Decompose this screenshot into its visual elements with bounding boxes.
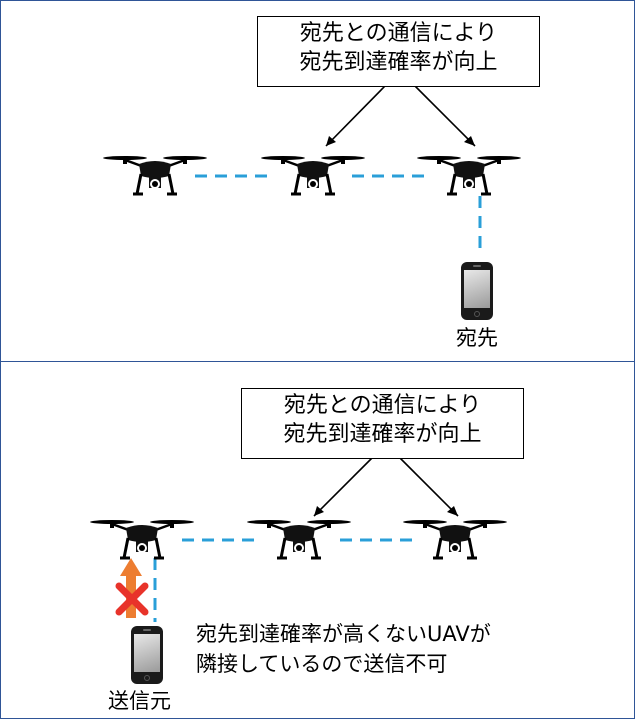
destination-label: 宛先 (456, 326, 498, 350)
smartphone-icon (131, 626, 163, 684)
top-pointer-lines (325, 85, 476, 147)
drone-icon (88, 518, 196, 560)
bottom-links (153, 538, 414, 622)
blocked-note-line2: 隣接しているので送信不可 (196, 652, 448, 676)
bottom-callout: 宛先との通信により 宛先到達確率が向上 (241, 388, 524, 459)
bottom-callout-line1: 宛先との通信により (283, 393, 482, 418)
smartphone-icon (461, 262, 493, 320)
drone-icon (245, 518, 353, 560)
drone-icon (415, 154, 523, 196)
drone-icon (259, 154, 367, 196)
drone-icon (101, 154, 209, 196)
cross-icon (115, 582, 149, 616)
bottom-callout-line2: 宛先到達確率が向上 (283, 422, 482, 447)
top-links (195, 174, 482, 256)
bottom-pointer-lines (313, 457, 459, 517)
source-label: 送信元 (108, 689, 171, 713)
top-callout-line1: 宛先との通信により (299, 21, 498, 46)
blocked-note-line1: 宛先到達確率が高くないUAVが (196, 622, 491, 646)
top-callout: 宛先との通信により 宛先到達確率が向上 (257, 16, 540, 87)
top-callout-line2: 宛先到達確率が向上 (299, 50, 498, 75)
drone-icon (401, 518, 509, 560)
